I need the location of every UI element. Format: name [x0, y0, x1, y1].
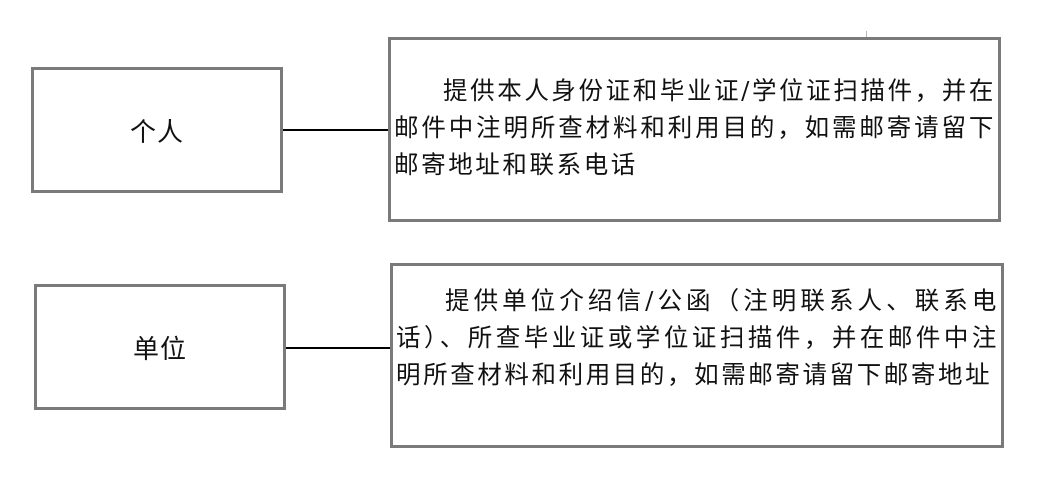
connector-line-organization [286, 347, 392, 349]
requirement-box-organization: 提供单位介绍信/公函（注明联系人、联系电话）、所查毕业证或学位证扫描件，并在邮件… [390, 263, 1004, 448]
applicant-box-individual: 个人 [31, 67, 283, 193]
applicant-label-organization: 单位 [132, 334, 187, 365]
requirement-box-individual: 提供本人身份证和毕业证/学位证扫描件，并在邮件中注明所查材料和利用目的，如需邮寄… [388, 37, 1001, 222]
corner-tick-mark [866, 31, 867, 37]
connector-line-individual [283, 129, 390, 131]
applicant-box-organization: 单位 [34, 284, 286, 410]
requirement-text-individual: 提供本人身份证和毕业证/学位证扫描件，并在邮件中注明所查材料和利用目的，如需邮寄… [394, 76, 996, 179]
applicant-label-individual: 个人 [129, 117, 184, 148]
requirement-text-organization: 提供单位介绍信/公函（注明联系人、联系电话）、所查毕业证或学位证扫描件，并在邮件… [396, 286, 999, 389]
